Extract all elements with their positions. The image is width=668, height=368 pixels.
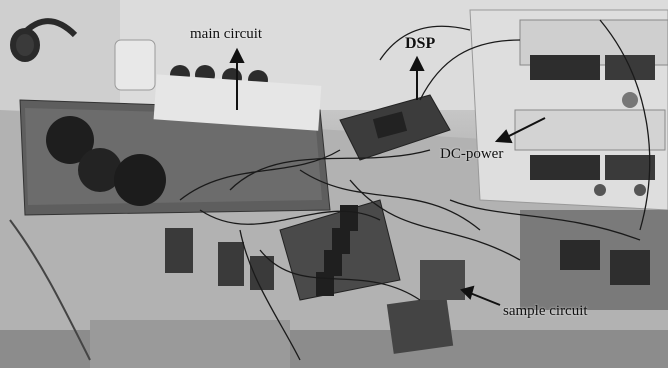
- inductor-1: [46, 116, 94, 164]
- headphones: [10, 18, 78, 62]
- inductor-2: [78, 148, 122, 192]
- label-dc-power: DC-power: [440, 146, 504, 162]
- sample-boards: [165, 228, 465, 354]
- relay-board: [279, 199, 401, 301]
- inductor-3: [114, 154, 166, 206]
- dc-power-supply: [469, 9, 668, 211]
- glass-jar: [114, 39, 156, 91]
- table-front: [90, 320, 290, 368]
- arrow-main-circuit-head: [229, 47, 245, 63]
- label-main-circuit: main circuit: [190, 26, 263, 42]
- arrow-sample-head: [460, 285, 475, 300]
- annotation-arrows: [229, 47, 546, 306]
- wires: [9, 19, 651, 361]
- label-sample-circuit: sample circuit: [503, 303, 588, 319]
- right-clutter: [520, 210, 668, 310]
- dsp-board: [339, 94, 451, 161]
- arrow-dsp-head: [409, 55, 425, 71]
- arrow-dc-power-head: [494, 129, 513, 144]
- label-dsp: DSP: [405, 35, 436, 52]
- arrow-dc-power: [504, 117, 546, 139]
- arrow-sample: [469, 292, 501, 306]
- main-circuit-board: [19, 65, 331, 216]
